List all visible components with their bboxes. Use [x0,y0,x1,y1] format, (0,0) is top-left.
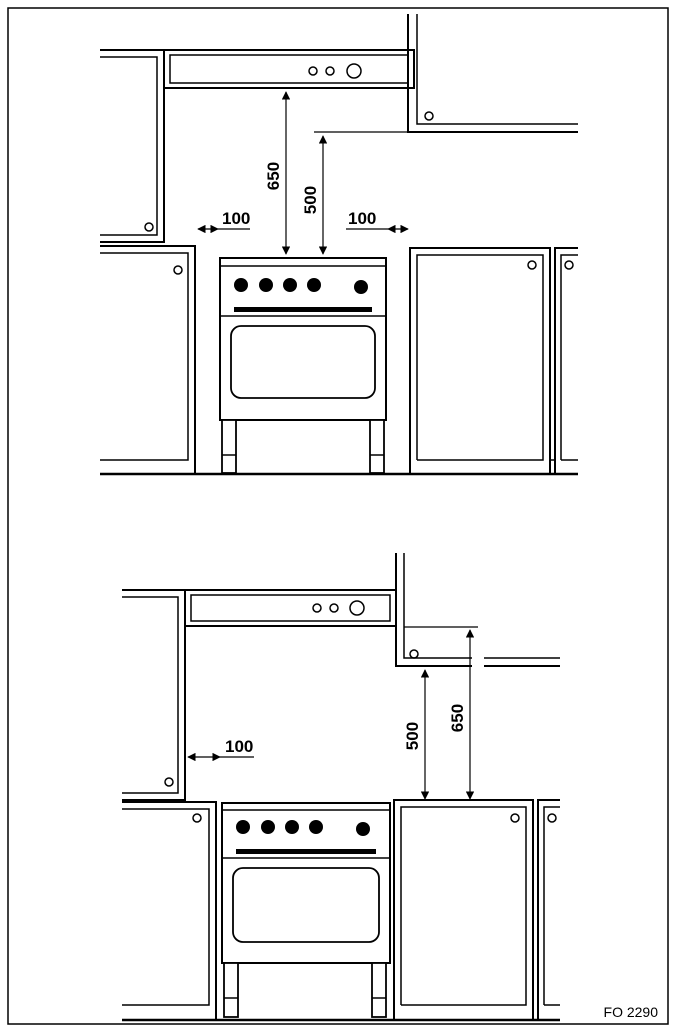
stove-leg [371,962,387,1018]
stove [221,802,391,1018]
hood-button-icon [308,66,318,76]
dimension-label-500: 500 [301,186,320,214]
burner-knob-icon [261,820,275,834]
cabinet-knob-icon [144,222,154,232]
lower-left-cabinet [100,245,196,474]
hood-knob-icon [349,600,365,616]
lower-right-cabinet [409,247,578,474]
page-frame [7,7,669,1025]
bottom-figure: 100 500 650 [122,553,560,1022]
burner-knob-icon [285,820,299,834]
hood-button-icon [329,603,339,613]
hood-knob-icon [346,63,362,79]
dimension-label-650: 650 [448,704,467,732]
upper-left-cabinet [100,49,165,243]
upper-left-cabinet [122,589,186,801]
cabinet-knob-icon [164,777,174,787]
oven-handle [236,849,376,854]
oven-window [232,867,380,943]
dimension-label-500: 500 [403,722,422,750]
stove-leg [221,419,237,474]
oven-handle [234,307,372,312]
burner-knob-icon [356,822,370,836]
burner-knob-icon [234,278,248,292]
burner-knob-icon [283,278,297,292]
figure-code: FO 2290 [604,1004,659,1020]
burner-knob-icon [236,820,250,834]
burner-knob-icon [259,278,273,292]
top-figure: 650 500 100 100 [100,14,578,476]
dimension-label-100-left: 100 [222,209,250,228]
cabinet-knob-icon [424,111,434,121]
cabinet-knob-icon [173,265,183,275]
range-hood [163,49,415,89]
stove [219,257,387,474]
cabinet-knob-icon [547,813,557,823]
cabinet-knob-icon [527,260,537,270]
upper-right-cabinet [407,14,578,133]
upper-right-cabinet [395,553,560,667]
burner-knob-icon [354,280,368,294]
dimension-label-650: 650 [264,162,283,190]
cabinet-knob-icon [409,649,419,659]
oven-window [230,325,376,399]
dimension-label-100-left: 100 [225,737,253,756]
hood-button-icon [312,603,322,613]
cabinet-knob-icon [564,260,574,270]
cabinet-knob-icon [510,813,520,823]
stove-leg [369,419,385,474]
dimension-label-100-right: 100 [348,209,376,228]
burner-knob-icon [307,278,321,292]
cabinet-knob-icon [192,813,202,823]
range-hood [184,589,397,627]
stove-leg [223,962,239,1018]
hood-button-icon [325,66,335,76]
burner-knob-icon [309,820,323,834]
lower-left-cabinet [122,801,217,1020]
lower-right-cabinet [393,799,560,1020]
